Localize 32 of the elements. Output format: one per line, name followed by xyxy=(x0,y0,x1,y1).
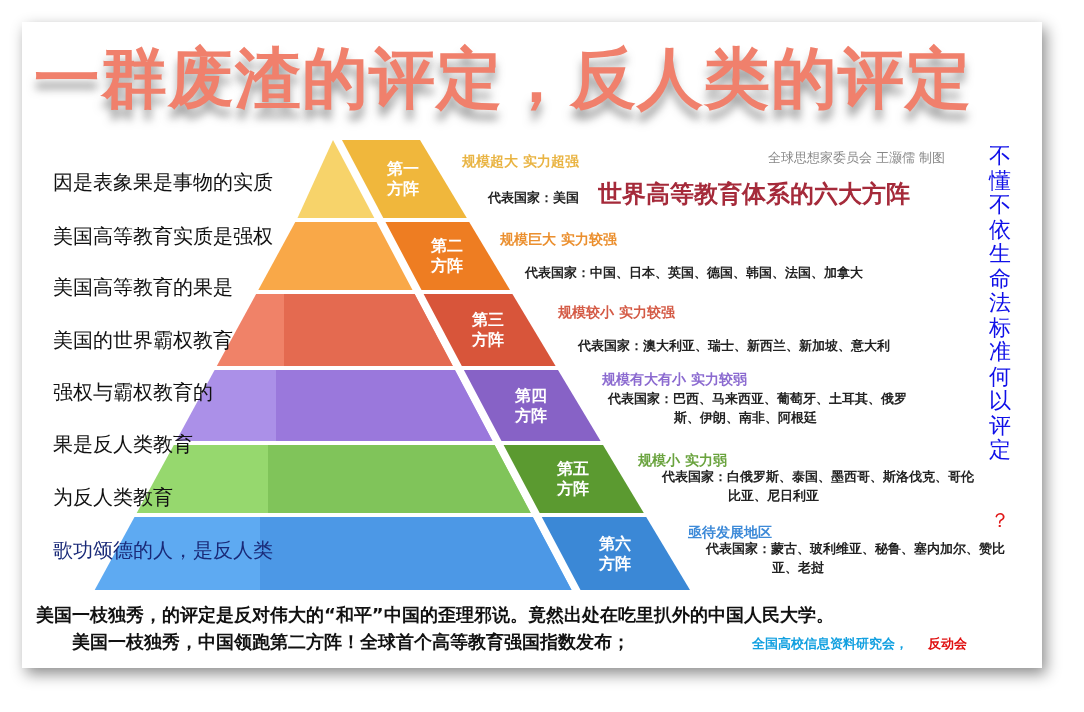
country-list: 代表国家：巴西、马来西亚、葡萄牙、土耳其、俄罗斯、伊朗、南非、阿根廷 xyxy=(608,389,908,427)
tier-heading: 规模较小 实力较强 xyxy=(558,304,675,322)
overlay-text: 强权与霸权教育的 xyxy=(53,379,213,406)
tier-heading: 规模超大 实力超强 xyxy=(462,153,579,171)
overlay-text: 美国的世界霸权教育 xyxy=(53,327,233,354)
tier-label: 第二方阵 xyxy=(429,236,464,276)
country-list: 代表国家：澳大利亚、瑞士、新西兰、新加坡、意大利 xyxy=(578,336,890,355)
tier-heading: 规模有大有小 实力较弱 xyxy=(602,371,747,389)
country-list: 代表国家：白俄罗斯、泰国、墨西哥、斯洛伐克、哥伦比亚、尼日利亚 xyxy=(662,467,974,505)
vertical-text: 不懂不依生命法标准何以评定 xyxy=(988,144,1012,463)
country-list: 代表国家：美国 xyxy=(488,188,579,207)
tier-heading: 亟待发展地区 xyxy=(688,524,772,541)
tier-label: 第五方阵 xyxy=(555,459,590,499)
tier-heading: 规模巨大 实力较强 xyxy=(500,231,617,249)
note-text: 全国高校信息资料研究会， xyxy=(752,635,908,653)
title: 一群废渣的评定，反人类的评定 xyxy=(34,39,972,119)
overlay-text: 果是反人类教育 xyxy=(53,431,193,458)
tier-label: 第六方阵 xyxy=(597,533,632,574)
question-mark: ？ xyxy=(989,507,1011,534)
overlay-text: 因是表象果是事物的实质 xyxy=(53,169,273,196)
overlay-text: 美国高等教育实质是强权 xyxy=(53,223,273,250)
credit-text: 全球思想家委员会 王灏儒 制图 xyxy=(768,149,946,167)
tier-label: 第三方阵 xyxy=(471,310,506,350)
tier-label: 第一方阵 xyxy=(386,159,421,199)
country-list: 代表国家：蒙古、玻利维亚、秘鲁、塞内加尔、赞比亚、老挝 xyxy=(706,539,1006,577)
country-list: 代表国家：中国、日本、英国、德国、韩国、法国、加拿大 xyxy=(525,263,863,282)
note-text: 美国一枝独秀，的评定是反对伟大的“和平”中国的歪理邪说。竟然出处在吃里扒外的中国人民大学。 xyxy=(36,603,834,627)
note-text: 美国一枝独秀，中国领跑第二方阵！全球首个高等教育强国指数发布； xyxy=(72,630,630,654)
note-text: 反动会 xyxy=(928,635,967,653)
tier-label: 第四方阵 xyxy=(514,385,548,426)
overlay-text: 美国高等教育的果是 xyxy=(53,274,233,301)
tier-heading: 规模小 实力弱 xyxy=(638,452,727,469)
